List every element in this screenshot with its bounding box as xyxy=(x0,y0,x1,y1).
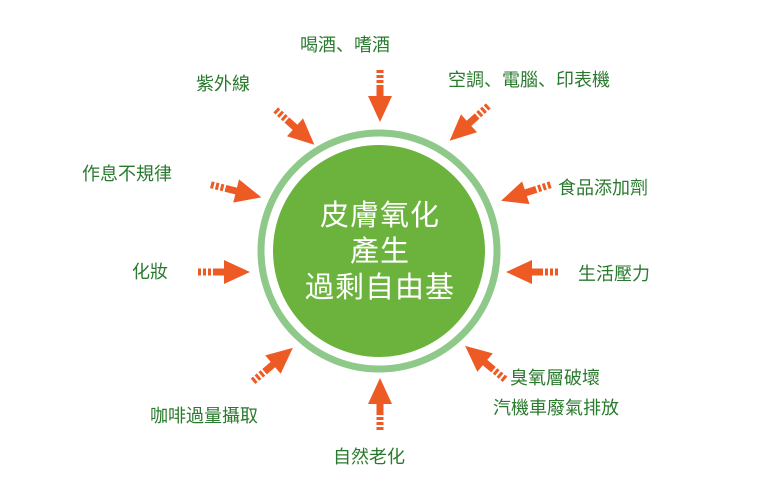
factor-irregular-schedule: 作息不規律 xyxy=(82,164,172,185)
center-circle xyxy=(273,145,485,357)
center-title-line3: 過剩自由基 xyxy=(304,270,455,304)
arrow-bottom-left xyxy=(250,347,293,384)
factor-natural-aging: 自然老化 xyxy=(333,447,405,468)
factor-makeup: 化妝 xyxy=(132,262,168,283)
factor-office-equipment: 空調、電腦、印表機 xyxy=(448,70,610,91)
center-title-line2: 產生 xyxy=(349,234,410,268)
arrow-top-left xyxy=(273,107,315,145)
arrow-left-upper xyxy=(210,179,262,203)
factor-uv: 紫外線 xyxy=(196,74,250,95)
arrow-bottom xyxy=(368,378,392,430)
arrow-top xyxy=(368,70,392,122)
factor-excess-coffee: 咖啡過量攝取 xyxy=(150,406,258,427)
factor-vehicle-exhaust: 汽機車廢氣排放 xyxy=(493,398,619,419)
arrow-left xyxy=(198,260,250,284)
factor-ozone-damage: 臭氧層破壞 xyxy=(510,368,600,389)
arrow-right-upper xyxy=(501,181,552,205)
outer-ring xyxy=(257,129,501,373)
arrow-right xyxy=(506,260,558,284)
center-title-line1: 皮膚氧化 xyxy=(319,198,440,232)
arrow-top-right xyxy=(449,103,491,141)
arrow-bottom-right xyxy=(465,345,508,382)
factor-food-additives: 食品添加劑 xyxy=(558,178,648,199)
factor-stress: 生活壓力 xyxy=(578,264,650,285)
factor-drinking: 喝酒、嗜酒 xyxy=(300,35,390,56)
